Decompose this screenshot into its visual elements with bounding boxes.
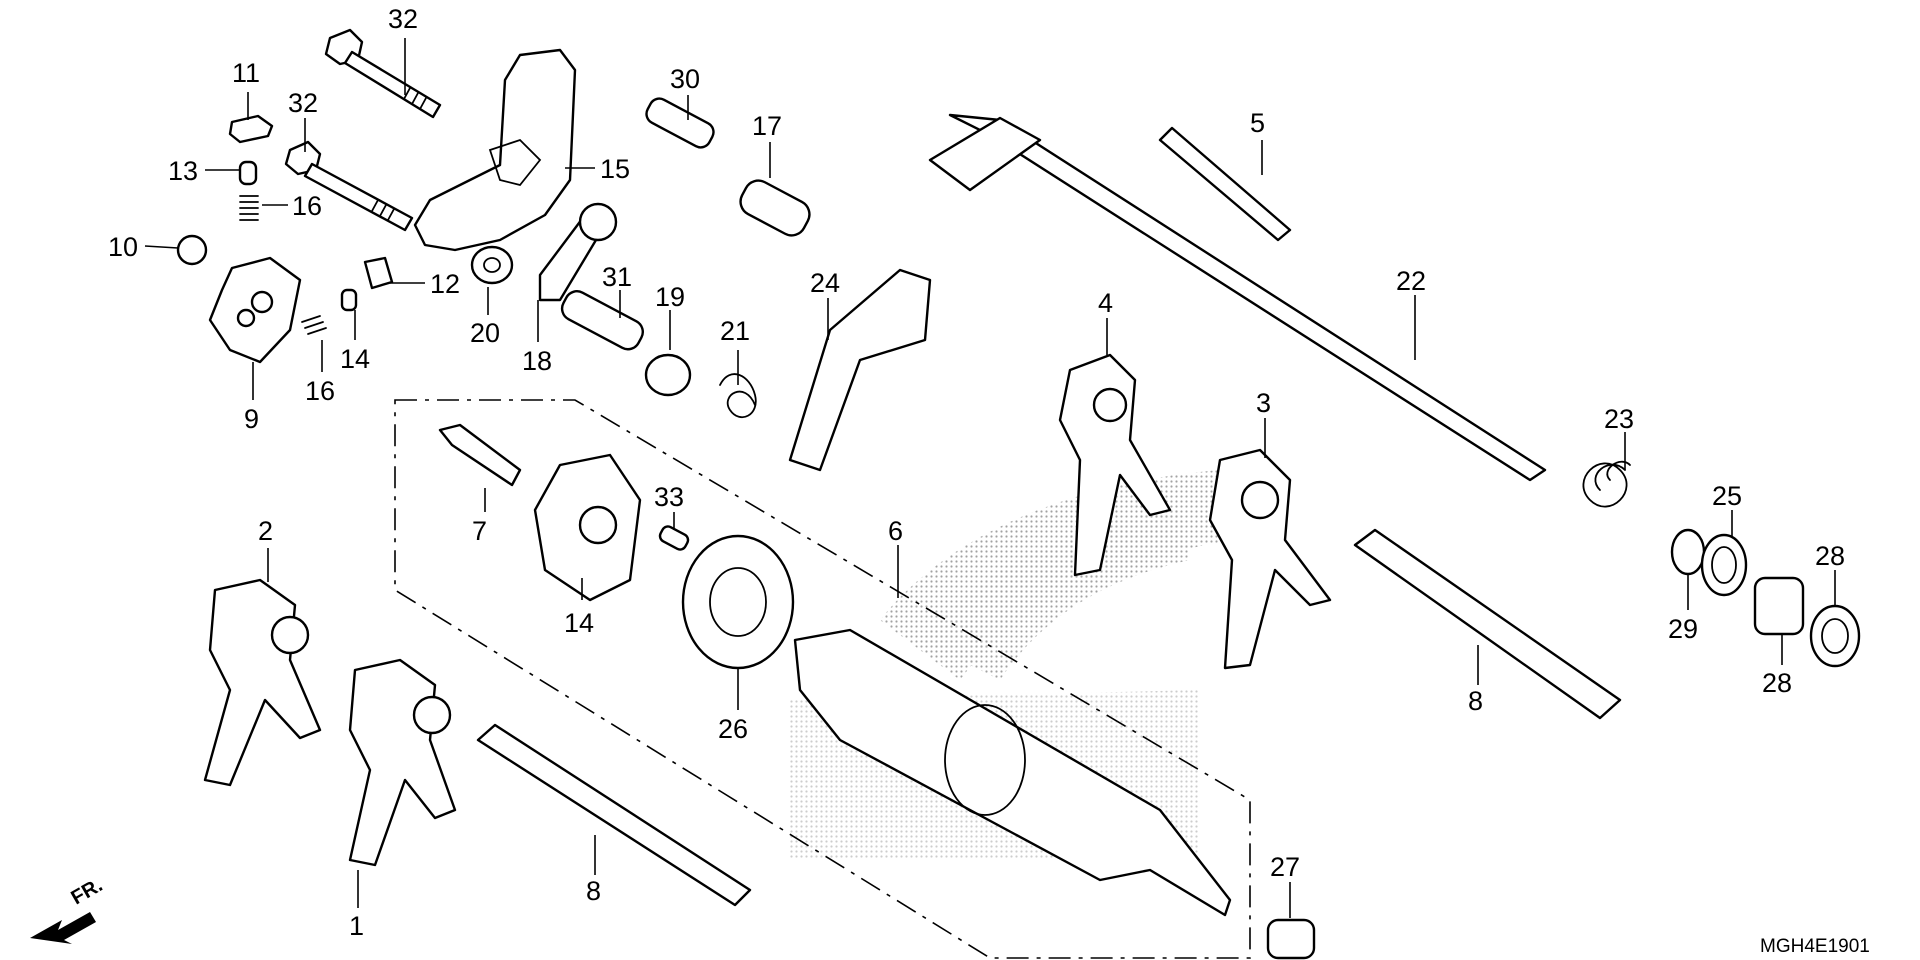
callout-19: 19 [655, 282, 685, 312]
callout-11: 10 [108, 232, 138, 262]
callout-32-upper: 32 [388, 4, 418, 34]
callout-4: 4 [1098, 288, 1113, 318]
fork-shaft-8-right [1353, 528, 1622, 720]
bearing-26 [681, 534, 795, 670]
front-direction-arrow [30, 912, 96, 944]
pin-14-lower [340, 288, 358, 312]
direction-label: FR. [68, 874, 107, 909]
shift-drum-6 [793, 628, 1232, 917]
callout-25: 25 [1712, 481, 1742, 511]
pin-bolt-7 [438, 423, 522, 487]
callout-17: 17 [752, 111, 782, 141]
callout-28-upper: 30 [670, 64, 700, 94]
collar-17 [739, 179, 811, 237]
callout-16-lower: 16 [305, 376, 335, 406]
callout-labels: 32 11 32 13 16 10 12 14 16 9 15 30 17 20… [108, 4, 1845, 941]
needle-bearing-29 [1753, 576, 1805, 636]
callout-31: 29 [1668, 614, 1698, 644]
leader-lines [144, 38, 1836, 918]
roller-19 [644, 353, 692, 397]
shift-fork-4 [1058, 353, 1172, 577]
washer-25 [1700, 533, 1748, 597]
pin-33 [658, 525, 690, 551]
fork-shaft-8-left [476, 723, 752, 907]
callout-20: 20 [470, 318, 500, 348]
callout-7: 7 [472, 516, 487, 546]
callout-3: 3 [1256, 388, 1271, 418]
spring-23 [1582, 460, 1631, 508]
washer-20 [470, 245, 514, 285]
needle-bearing-27 [1266, 918, 1316, 960]
callout-16-upper: 16 [292, 191, 322, 221]
callout-14-upper: 13 [168, 156, 198, 186]
callout-28-lower: 31 [602, 262, 632, 292]
callout-10: 14 [564, 608, 594, 638]
callout-27: 27 [1270, 852, 1300, 882]
gearshift-spindle-22 [948, 113, 1547, 482]
callout-15: 15 [600, 154, 630, 184]
callout-14-lower: 14 [340, 344, 370, 374]
shift-plate-24 [788, 268, 932, 472]
callout-33: 33 [654, 482, 684, 512]
collar-11 [176, 234, 208, 266]
shift-fork-3 [1208, 448, 1332, 670]
collar-28-lower [560, 290, 644, 351]
callout-5: 5 [1250, 108, 1265, 138]
spring-16-lower [301, 315, 327, 335]
clip-12 [363, 256, 394, 290]
callout-21: 21 [720, 316, 750, 346]
callout-13: 11 [232, 58, 260, 88]
callout-23: 23 [1604, 404, 1634, 434]
callout-22: 22 [1396, 266, 1426, 296]
callout-30: 28 [1815, 541, 1845, 571]
shift-fork-2 [203, 578, 322, 787]
shaft-5 [1158, 126, 1292, 242]
callout-26: 26 [718, 714, 748, 744]
circlip-31 [1670, 528, 1706, 576]
callout-1: 1 [349, 911, 364, 941]
spring-16-upper [239, 195, 259, 221]
callout-32-lower: 32 [288, 88, 318, 118]
callout-8-right: 8 [1468, 686, 1483, 716]
callout-6: 6 [888, 516, 903, 546]
oil-seal-30 [1809, 604, 1861, 668]
callout-29: 28 [1762, 668, 1792, 698]
callout-9: 9 [244, 404, 259, 434]
collar-28-upper [645, 97, 715, 149]
bolt-32-upper [324, 28, 442, 119]
diagram-code: MGH4E1901 [1760, 936, 1870, 957]
shift-fork-1 [348, 658, 457, 867]
pin-14-upper [238, 160, 258, 186]
callout-2: 2 [258, 516, 273, 546]
callout-8-left: 8 [586, 876, 601, 906]
stopper-plate-15 [413, 48, 577, 252]
assembly-outline [394, 399, 1251, 959]
part-13 [228, 114, 274, 144]
bolt-32-lower [284, 140, 414, 232]
callout-18: 18 [522, 346, 552, 376]
callout-24: 24 [810, 268, 840, 298]
callout-12: 12 [430, 269, 460, 299]
